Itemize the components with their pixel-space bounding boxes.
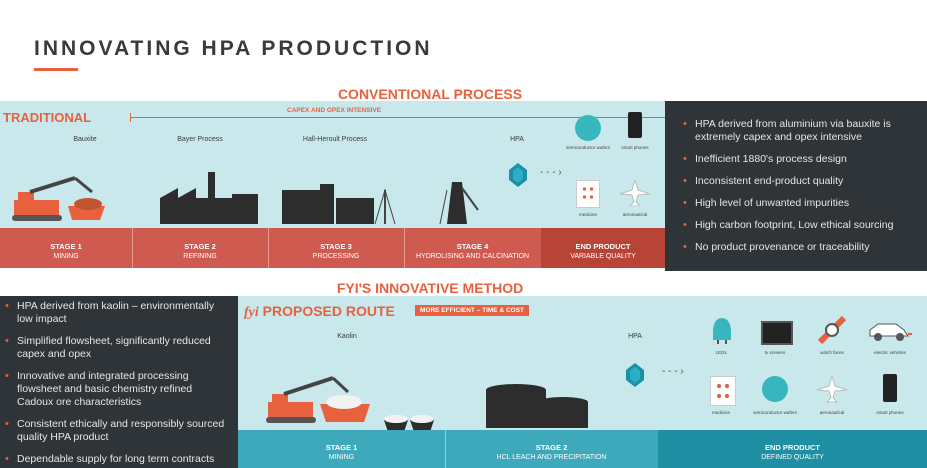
fyi-logo: fyi — [244, 305, 259, 320]
bullet-item: High level of unwanted impurities — [681, 197, 915, 210]
conventional-bullets-panel: HPA derived from aluminium via bauxite i… — [665, 101, 927, 271]
airplane-icon — [620, 180, 650, 206]
bullet-item: Inefficient 1880's process design — [681, 153, 915, 166]
medicine-icon — [576, 180, 600, 208]
bullet-item: Innovative and integrated processing flo… — [3, 370, 230, 409]
hpa-crystal-icon — [509, 163, 527, 187]
innovative-stage-bar — [238, 430, 658, 468]
stage-divider — [404, 228, 405, 268]
efficient-badge: MORE EFFICIENT – TIME & COST — [415, 305, 530, 316]
title-underline — [34, 68, 78, 71]
use-label: semiconductor wafers — [753, 410, 797, 415]
innovative-bullets-panel: HPA derived from kaolin – environmentall… — [0, 296, 238, 468]
innovative-illustrations — [266, 376, 588, 432]
stage-divider — [132, 228, 133, 268]
use-label: watch faces — [820, 350, 844, 355]
traditional-label: TRADITIONAL — [3, 110, 92, 125]
hpa-crystal-icon — [626, 363, 644, 387]
conventional-end-stage-bar — [541, 228, 665, 268]
capex-label: CAPEX AND OPEX INTENSIVE — [283, 107, 386, 114]
use-label: electric vehicles — [874, 350, 906, 355]
capex-line — [130, 117, 665, 118]
bullet-item: Consistent ethically and responsibly sou… — [3, 418, 230, 444]
bullet-item: Inconsistent end-product quality — [681, 175, 915, 188]
electric-car-icon — [869, 323, 912, 341]
excavator-icon — [12, 176, 105, 221]
step-label-bayer: Bayer Process — [177, 136, 223, 143]
capex-line-tick — [130, 113, 131, 122]
bullet-item: HPA derived from kaolin – environmentall… — [3, 300, 230, 326]
led-icon — [713, 318, 731, 344]
bullet-item: Dependable supply for long term contract… — [3, 453, 230, 466]
use-label: smart phones — [876, 410, 904, 415]
step-label-bauxite: Bauxite — [73, 136, 97, 143]
page-title: INNOVATING HPA PRODUCTION — [34, 37, 433, 60]
step-label-hpa: HPA — [510, 136, 524, 143]
bullet-item: High carbon footprint, Low ethical sourc… — [681, 219, 915, 232]
use-label: aeronautical — [622, 212, 648, 217]
proposed-route-heading: fyi PROPOSED ROUTE — [244, 303, 395, 320]
flow-arrow-icon: - - - › — [662, 366, 684, 377]
refinery-icon — [486, 384, 588, 428]
innovative-heading: FYI'S INNOVATIVE METHOD — [336, 280, 524, 296]
stage-divider — [268, 228, 269, 268]
flow-arrow-icon: - - - › — [540, 167, 562, 178]
bullet-item: Simplified flowsheet, significantly redu… — [3, 335, 230, 361]
tv-icon — [761, 321, 793, 345]
use-label: tv screens — [764, 350, 786, 355]
wafer-icon — [575, 115, 601, 141]
conventional-heading: CONVENTIONAL PROCESS — [337, 86, 523, 102]
smartphone-icon — [883, 374, 897, 402]
bullet-item: No product provenance or traceability — [681, 241, 915, 254]
step-label-hall-heroult: Hall-Heroult Process — [302, 136, 368, 143]
conventional-illustrations — [12, 172, 479, 225]
use-label: smart phones — [621, 145, 649, 150]
use-label: medicine — [711, 410, 730, 415]
medicine-icon — [710, 376, 736, 406]
plant-icon — [282, 184, 396, 225]
watch-icon — [818, 316, 846, 344]
innovative-end-stage-bar — [658, 430, 927, 468]
airplane-icon — [817, 376, 847, 403]
stage-divider — [445, 430, 446, 468]
step-label-kaolin: Kaolin — [337, 333, 357, 340]
use-label: LEDs — [715, 350, 727, 355]
conventional-stage-bar — [0, 228, 545, 268]
use-label: medicine — [578, 212, 597, 217]
excavator-icon — [266, 376, 370, 423]
bullet-item: HPA derived from aluminium via bauxite i… — [681, 118, 915, 144]
step-label-hpa: HPA — [628, 333, 642, 340]
use-label: semiconductor wafers — [566, 145, 610, 150]
rail-cart-icon — [384, 415, 434, 432]
smartphone-icon — [628, 112, 642, 138]
wafer-icon — [762, 376, 788, 402]
use-label: aeronautical — [819, 410, 845, 415]
tower-icon — [439, 182, 479, 225]
factory-icon — [160, 172, 258, 224]
